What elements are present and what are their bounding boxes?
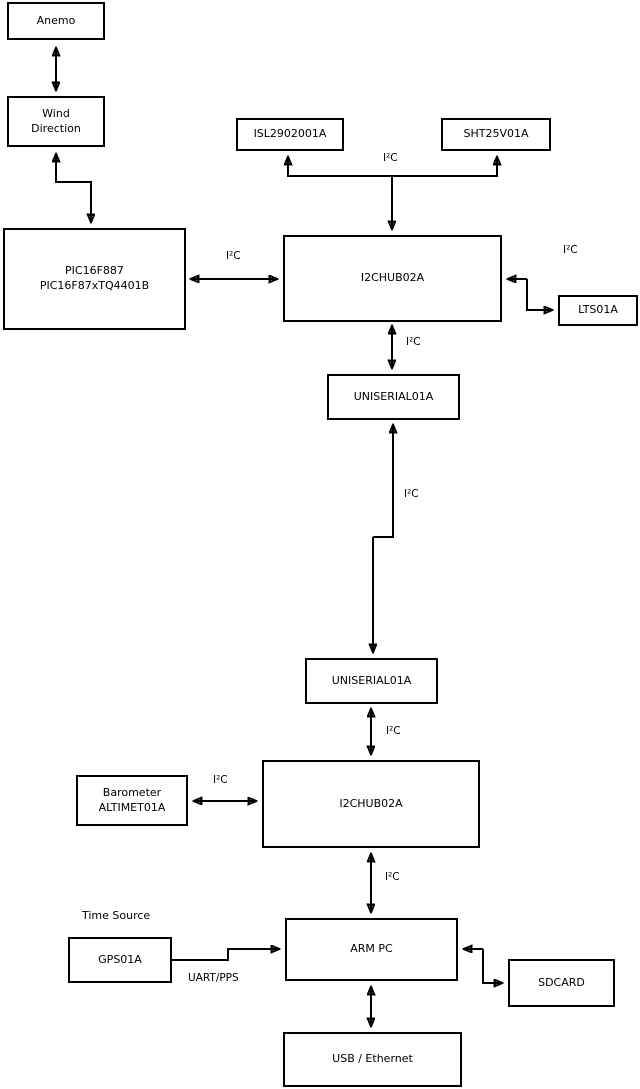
box-i2chub02a-top[interactable]: I2CHUB02A (283, 235, 502, 322)
label-time-source: Time Source (82, 909, 151, 922)
wire-gps-armpc (172, 949, 279, 961)
edge-label-pic-hub: I²C (226, 250, 241, 262)
wire-uniserial-link-up (373, 425, 393, 538)
wire-armpc-sdcard (482, 949, 502, 983)
wire-hub-isl (288, 157, 393, 229)
edge-label-hub-armpc: I²C (385, 871, 400, 883)
box-uniserial01a-bottom[interactable]: UNISERIAL01A (305, 658, 438, 704)
edge-label-uniserial-link: I²C (404, 488, 419, 500)
box-uniserial01a-top[interactable]: UNISERIAL01A (327, 374, 460, 420)
edge-label-gps-armpc: UART/PPS (188, 972, 239, 984)
box-sdcard[interactable]: SDCARD (508, 959, 615, 1007)
box-pic-microcontroller[interactable]: PIC16F887 PIC16F87xTQ4401B (3, 228, 186, 330)
edge-label-barometer-hub: I²C (213, 774, 228, 786)
edge-label-uniserial-hub-bottom: I²C (386, 725, 401, 737)
box-lts01a[interactable]: LTS01A (558, 295, 638, 326)
edge-label-hub-lts: I²C (563, 244, 578, 256)
box-sht25v01a[interactable]: SHT25V01A (441, 118, 551, 151)
box-isl2902001a[interactable]: ISL2902001A (236, 118, 344, 151)
box-gps01a[interactable]: GPS01A (68, 937, 172, 983)
box-anemo[interactable]: Anemo (7, 2, 105, 40)
box-barometer-altimet01a[interactable]: Barometer ALTIMET01A (76, 775, 188, 826)
wire-hub-sht (392, 157, 497, 177)
box-usb-ethernet[interactable]: USB / Ethernet (283, 1032, 462, 1087)
wire-pic-wind (56, 154, 92, 222)
wire-hub-lts (526, 279, 552, 310)
edge-label-hub-uniserial-top: I²C (406, 336, 421, 348)
box-i2chub02a-bottom[interactable]: I2CHUB02A (262, 760, 480, 848)
edge-label-hub-sensors: I²C (383, 152, 398, 164)
wire-wind-pic (55, 154, 91, 222)
box-arm-pc[interactable]: ARM PC (285, 918, 458, 981)
box-wind-direction[interactable]: Wind Direction (7, 96, 105, 147)
